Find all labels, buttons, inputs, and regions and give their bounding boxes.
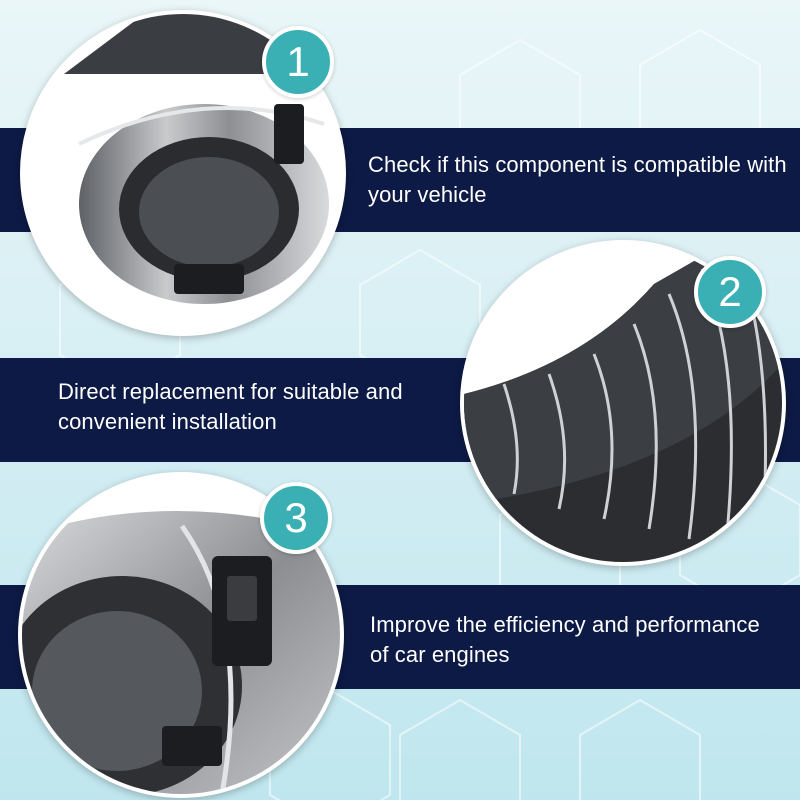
photo-ribbed-rubber-hose [460,240,786,566]
step-badge-2: 2 [694,256,766,328]
feature-text-compatibility: Check if this component is compatible wi… [368,152,787,207]
step-badge-1: 1 [262,26,334,98]
photo-coupling-clip-closeup [18,472,344,798]
feature-text-efficiency: Improve the efficiency and performance o… [370,612,760,667]
feature-text-replacement: Direct replacement for suitable and conv… [58,379,403,434]
step-badge-3: 3 [260,482,332,554]
